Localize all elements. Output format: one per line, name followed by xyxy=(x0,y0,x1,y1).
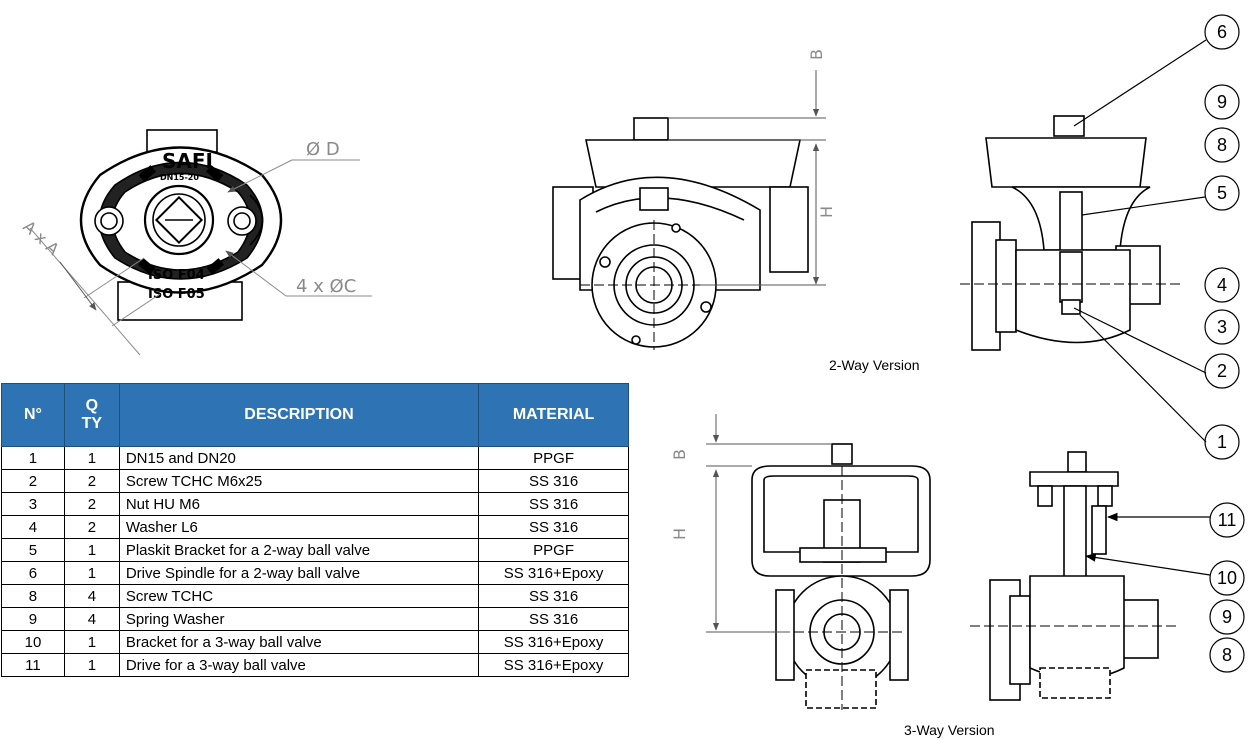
three-way-front-view xyxy=(751,443,931,710)
three-way-dim-b: B xyxy=(670,449,689,460)
cell-no: 3 xyxy=(1,492,65,516)
cell-description: Screw TCHC M6x25 xyxy=(118,469,480,493)
cell-no: 9 xyxy=(1,607,65,631)
cell-qty: 2 xyxy=(63,492,120,516)
callout-9: 9 xyxy=(1217,92,1227,112)
callout-3: 3 xyxy=(1217,317,1227,337)
cell-qty: 1 xyxy=(63,561,120,585)
two-way-dim-b: B xyxy=(807,49,826,60)
callout-8: 8 xyxy=(1217,135,1227,155)
cell-description: Bracket for a 3-way ball valve xyxy=(118,630,480,654)
top-view-logo: SAFI xyxy=(162,149,213,173)
two-way-caption: 2-Way Version xyxy=(829,357,920,373)
header-qty-line1: Q xyxy=(85,397,99,414)
callout-3way-9: 9 xyxy=(1222,607,1232,627)
cell-description: Drive for a 3-way ball valve xyxy=(118,653,480,677)
cell-qty: 1 xyxy=(63,446,120,470)
top-view-iso-f04: ISO F04 xyxy=(148,268,205,283)
cell-description: DN15 and DN20 xyxy=(118,446,480,470)
cell-no: 11 xyxy=(1,653,65,677)
cell-description: Drive Spindle for a 2-way ball valve xyxy=(118,561,480,585)
dimension-a-label: A x A xyxy=(19,217,63,259)
cell-material: SS 316 xyxy=(478,515,629,539)
callout-11: 11 xyxy=(1218,510,1237,530)
three-way-side-view xyxy=(970,451,1180,701)
header-material: MATERIAL xyxy=(478,383,629,447)
callout-5: 5 xyxy=(1217,183,1227,203)
cell-material: PPGF xyxy=(478,538,629,562)
callout-3way-8: 8 xyxy=(1222,645,1232,665)
dimension-c-label: 4 x ØC xyxy=(296,276,356,297)
cell-no: 10 xyxy=(1,630,65,654)
cell-no: 2 xyxy=(1,469,65,493)
cell-material: SS 316 xyxy=(478,492,629,516)
cell-material: SS 316+Epoxy xyxy=(478,561,629,585)
top-view-flange xyxy=(79,129,283,321)
three-way-callouts xyxy=(1084,502,1245,673)
cell-qty: 4 xyxy=(63,607,120,631)
cell-material: SS 316 xyxy=(478,584,629,608)
parts-table-header: N° Q TY DESCRIPTION MATERIAL xyxy=(1,383,629,447)
cell-material: SS 316+Epoxy xyxy=(478,653,629,677)
cell-qty: 2 xyxy=(63,515,120,539)
cell-qty: 4 xyxy=(63,584,120,608)
two-way-callouts xyxy=(1073,14,1240,460)
header-description: DESCRIPTION xyxy=(118,383,480,447)
cell-description: Washer L6 xyxy=(118,515,480,539)
dimension-d-label: Ø D xyxy=(306,139,340,160)
cell-qty: 1 xyxy=(63,630,120,654)
three-way-dimensions xyxy=(706,414,832,633)
three-way-caption: 3-Way Version xyxy=(904,722,995,738)
cell-no: 5 xyxy=(1,538,65,562)
cell-material: SS 316 xyxy=(478,469,629,493)
header-qty: Q TY xyxy=(63,383,120,447)
cell-no: 6 xyxy=(1,561,65,585)
cell-material: SS 316+Epoxy xyxy=(478,630,629,654)
cell-qty: 2 xyxy=(63,469,120,493)
two-way-front-view xyxy=(552,117,809,350)
cell-no: 8 xyxy=(1,584,65,608)
cell-no: 1 xyxy=(1,446,65,470)
cell-description: Screw TCHC xyxy=(118,584,480,608)
two-way-side-view xyxy=(960,115,1180,351)
two-way-dim-h: H xyxy=(817,206,836,218)
callout-2: 2 xyxy=(1217,361,1227,381)
cell-qty: 1 xyxy=(63,653,120,677)
cell-material: PPGF xyxy=(478,446,629,470)
dimension-d xyxy=(227,159,360,193)
dimension-c xyxy=(225,250,372,297)
three-way-dim-h: H xyxy=(670,528,689,540)
top-view-iso-f05: ISO F05 xyxy=(148,287,205,302)
cell-material: SS 316 xyxy=(478,607,629,631)
callout-1: 1 xyxy=(1217,432,1227,452)
callout-6: 6 xyxy=(1217,22,1227,42)
top-view-model: DN15-20 xyxy=(160,173,199,182)
dimension-a xyxy=(29,227,161,356)
cell-description: Spring Washer xyxy=(118,607,480,631)
cell-description: Nut HU M6 xyxy=(118,492,480,516)
callout-10: 10 xyxy=(1217,568,1237,588)
cell-qty: 1 xyxy=(63,538,120,562)
cell-description: Plaskit Bracket for a 2-way ball valve xyxy=(118,538,480,562)
callout-4: 4 xyxy=(1217,275,1227,295)
header-qty-line2: TY xyxy=(81,415,103,432)
cell-no: 4 xyxy=(1,515,65,539)
header-no: N° xyxy=(1,383,65,447)
two-way-dimensions xyxy=(668,70,826,286)
